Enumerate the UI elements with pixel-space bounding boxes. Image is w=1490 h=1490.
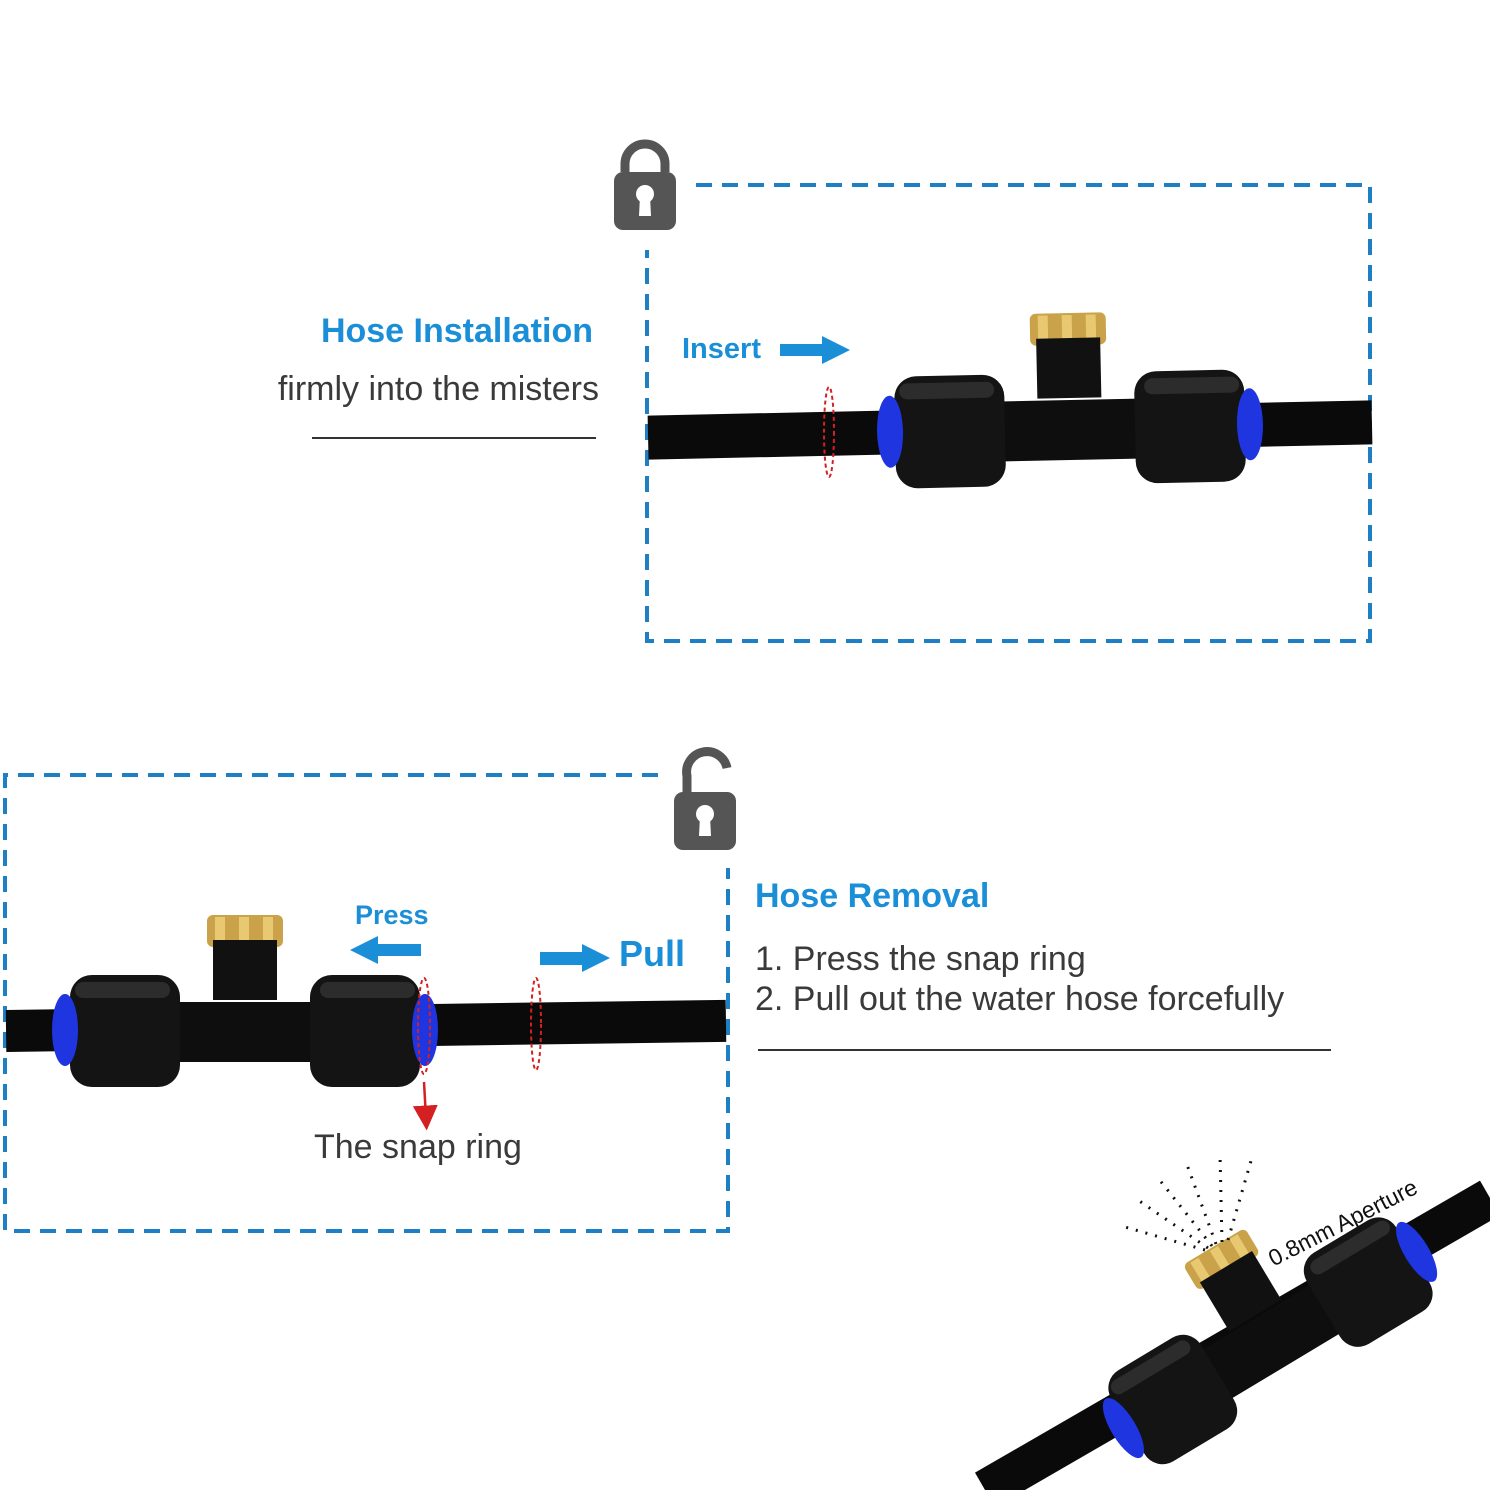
installation-description: firmly into the misters [277,370,599,408]
installation-snap-ring-marker [823,386,835,478]
unlocked-padlock-icon [674,747,736,850]
insert-arrow-icon [780,336,850,364]
installation-title: Hose Installation [320,312,593,350]
pull-arrow-icon [540,944,610,972]
removal-step-1: 1. Press the snap ring [755,940,1086,978]
installation-divider [312,437,596,439]
spray-pattern-icon [1124,1153,1255,1252]
removal-divider [758,1049,1331,1051]
removal-pull-ring-marker [530,977,542,1071]
removal-title: Hose Removal [755,877,990,915]
snap-ring-label: The snap ring [314,1128,522,1166]
removal-step-2: 2. Pull out the water hose forcefully [755,980,1285,1018]
installation-panel-border [645,183,1372,643]
removal-panel-border [3,773,730,1233]
insert-label: Insert [682,333,761,365]
removal-snap-ring-marker [417,977,431,1075]
pull-label: Pull [619,933,686,974]
snap-ring-pointer-arrow [412,1081,438,1131]
nozzle-closeup [974,1151,1490,1490]
press-label: Press [355,900,429,930]
installation-tee-fitting [874,308,1265,490]
press-arrow-icon [350,936,421,964]
locked-padlock-icon [614,139,676,230]
removal-tee-fitting [52,915,438,1087]
